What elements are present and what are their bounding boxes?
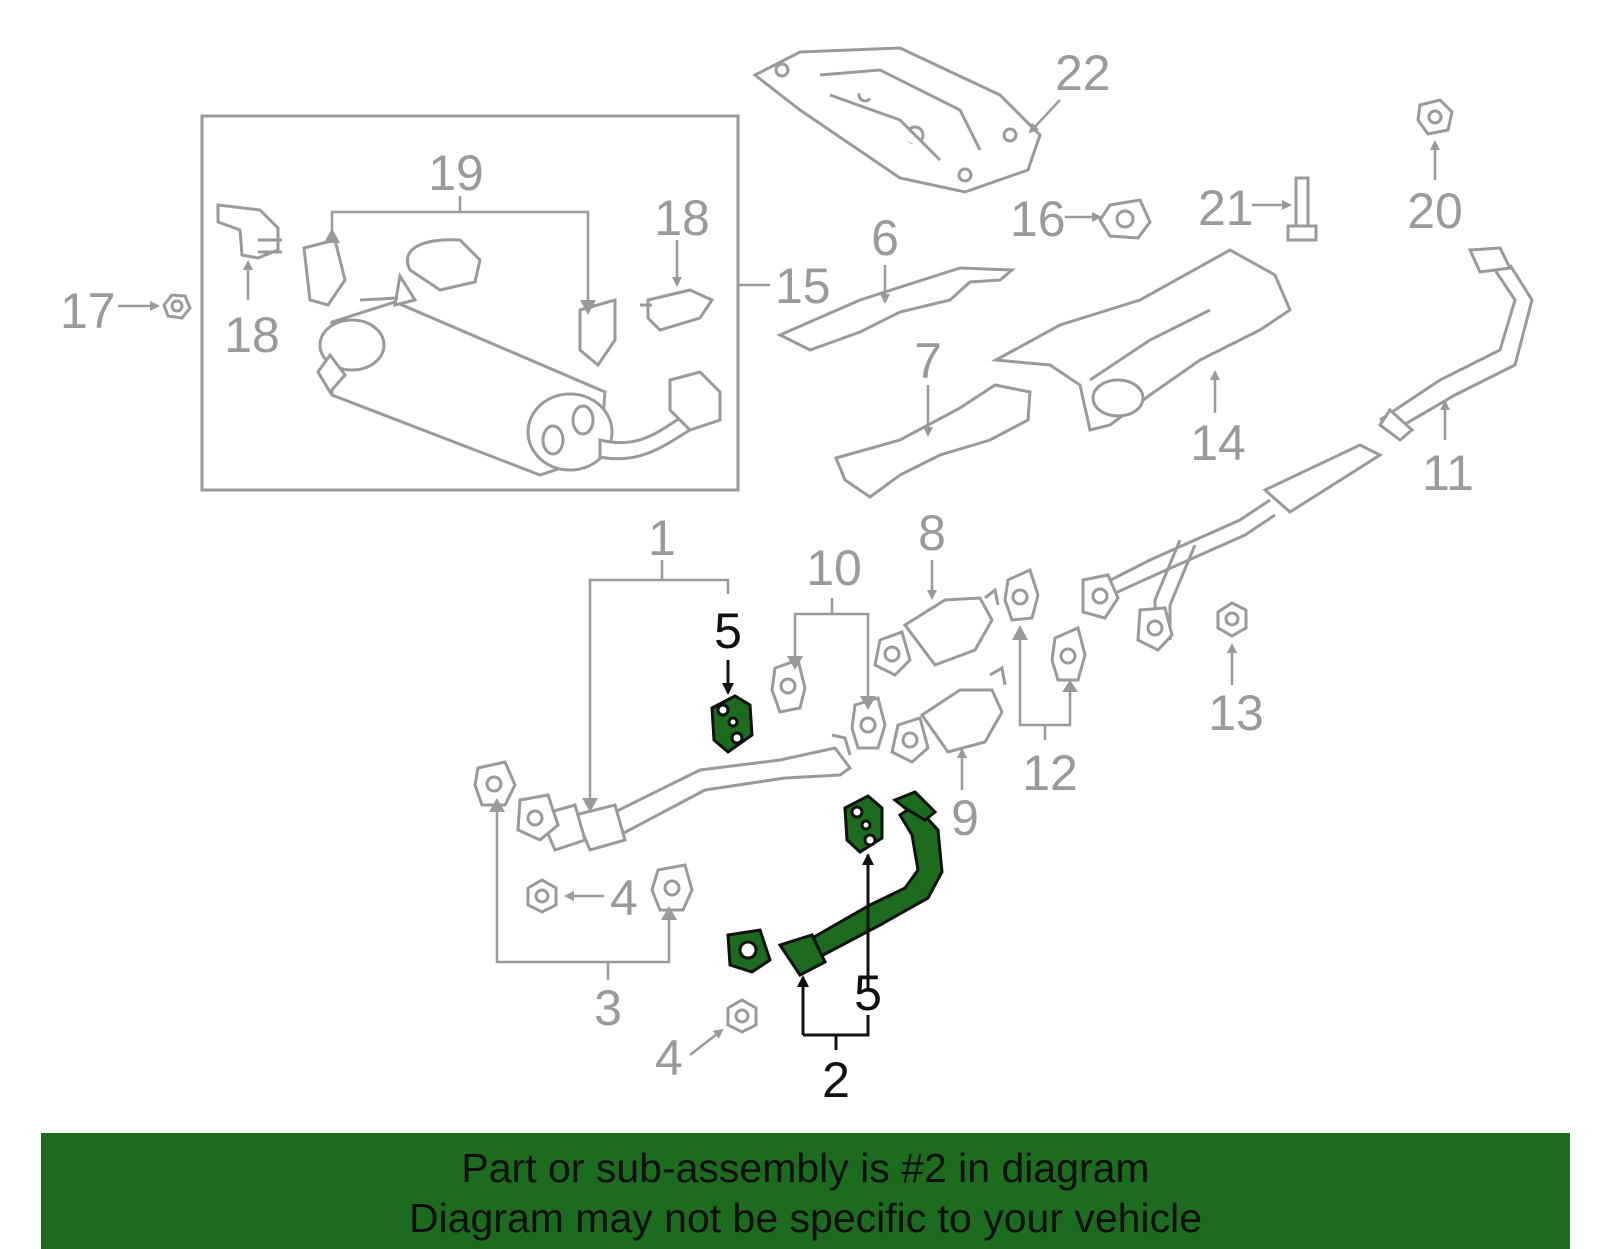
callout-5-lower: 5 (854, 965, 882, 1021)
muffler-inset-box (200, 114, 740, 492)
callout-20: 20 (1407, 183, 1463, 239)
front-pipe-2-highlighted (726, 790, 944, 977)
callout-11: 11 (1422, 445, 1474, 501)
catalytic-converter-9 (890, 665, 1007, 764)
gasket-12 (1003, 567, 1087, 682)
rubber-hanger-19 (302, 238, 617, 368)
callout-14: 14 (1190, 415, 1246, 471)
gasket-3 (473, 760, 694, 912)
nut-20 (1416, 98, 1454, 136)
callout-15: 15 (775, 258, 831, 314)
hanger-bracket-18 (216, 203, 715, 332)
gasket-16 (1098, 198, 1152, 240)
muffler-assembly (316, 238, 722, 477)
info-banner: Part or sub-assembly is #2 in diagram Di… (41, 1133, 1570, 1249)
callout-18-right: 18 (654, 190, 710, 246)
nut-4 (526, 878, 758, 1034)
callout-21: 21 (1198, 180, 1254, 236)
callout-3: 3 (594, 980, 622, 1036)
bolt-21 (1286, 176, 1318, 242)
heat-shield-7 (833, 383, 1032, 499)
callout-7: 7 (914, 333, 942, 389)
callout-10: 10 (806, 540, 862, 596)
rubber-hanger-5-upper (710, 694, 754, 754)
catalytic-converter-8 (873, 587, 1000, 677)
nut-13 (1216, 601, 1248, 638)
callout-17: 17 (60, 283, 116, 339)
center-pipe-flanges (1081, 246, 1513, 652)
under-cover-22 (752, 46, 1042, 194)
callout-22: 22 (1055, 45, 1111, 101)
callout-12: 12 (1022, 745, 1078, 801)
callout-2: 2 (822, 1052, 850, 1108)
banner-line-1: Part or sub-assembly is #2 in diagram (461, 1145, 1150, 1191)
callout-18-left: 18 (224, 307, 280, 363)
callout-8: 8 (918, 505, 946, 561)
rubber-hanger-5-lower (843, 794, 884, 854)
callout-13: 13 (1208, 685, 1264, 741)
front-pipe-1 (516, 733, 853, 852)
callout-1: 1 (648, 510, 676, 566)
callout-16: 16 (1010, 191, 1066, 247)
banner-line-2: Diagram may not be specific to your vehi… (408, 1195, 1202, 1241)
heat-shield-14 (990, 248, 1292, 432)
callout-19: 19 (428, 145, 484, 201)
callout-9: 9 (951, 790, 979, 846)
nut-17 (162, 293, 192, 320)
heat-shield-6 (776, 266, 1016, 352)
callout-4-upper: 4 (610, 870, 638, 926)
center-pipe-11 (1094, 264, 1534, 640)
callout-5-upper: 5 (714, 603, 742, 659)
callout-6: 6 (871, 210, 899, 266)
callout-4-lower: 4 (655, 1030, 683, 1086)
